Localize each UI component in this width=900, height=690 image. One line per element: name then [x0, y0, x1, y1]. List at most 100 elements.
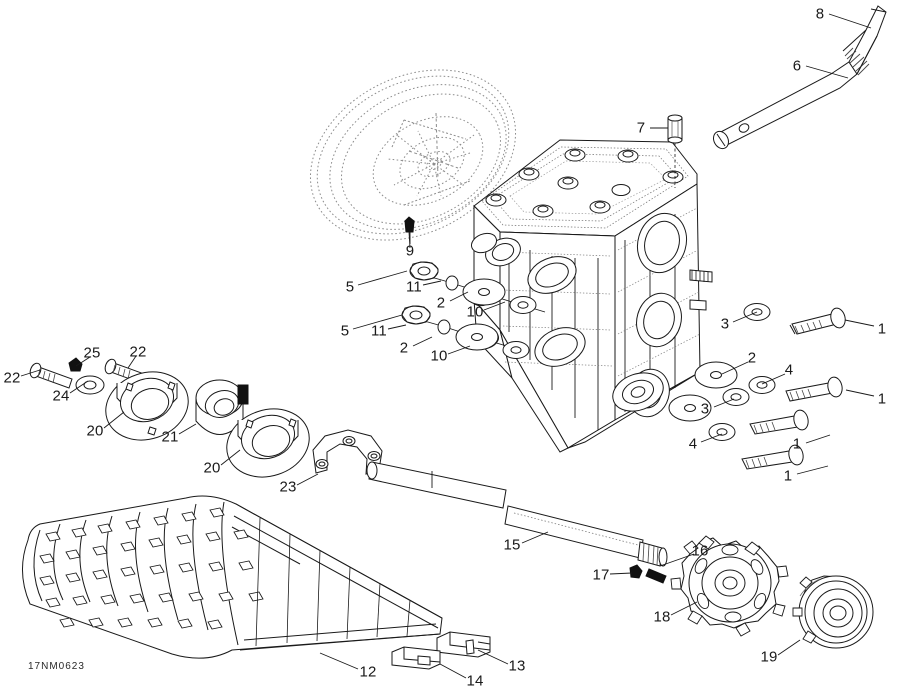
callout-6: 6	[792, 57, 802, 75]
callout-20: 20	[203, 459, 221, 477]
bolt-assembly-4	[668, 394, 804, 470]
bearing-flange-housing-1	[105, 371, 189, 441]
bolt-assembly-3	[722, 388, 809, 435]
callout-5: 5	[345, 278, 355, 296]
leader-line	[352, 314, 403, 330]
leader-line	[670, 601, 698, 616]
callout-22: 22	[3, 369, 21, 387]
leader-line	[447, 345, 471, 355]
spacer-bushing	[667, 114, 683, 188]
bolt-assembly-top	[743, 303, 846, 335]
callout-4: 4	[784, 361, 794, 379]
callout-1: 1	[877, 320, 887, 338]
leader-line	[20, 369, 41, 377]
callout-17: 17	[592, 566, 610, 584]
leader-line	[732, 311, 758, 323]
leader-line	[483, 301, 506, 311]
callout-3: 3	[720, 315, 730, 333]
leader-line	[220, 449, 241, 466]
callout-9: 9	[405, 242, 415, 260]
leader-line	[713, 398, 735, 408]
callout-7: 7	[636, 119, 646, 137]
leader-line	[609, 572, 633, 575]
bolt-assembly-2	[694, 361, 843, 402]
hardware-row-lower	[401, 305, 530, 359]
leader-line	[319, 652, 359, 670]
leader-line	[477, 649, 509, 665]
leader-line	[805, 434, 831, 444]
callout-10: 10	[430, 347, 448, 365]
callout-10: 10	[466, 303, 484, 321]
leader-line	[178, 423, 197, 435]
leader-line	[845, 389, 875, 397]
leader-line	[387, 324, 407, 330]
leader-line	[659, 553, 695, 567]
flange-screw-1	[29, 362, 73, 389]
leader-line	[127, 355, 137, 369]
drive-sprocket-wheel	[670, 535, 789, 637]
callout-2: 2	[436, 294, 446, 312]
bearing-flange-housing-2	[226, 408, 310, 478]
transmission-housing	[470, 139, 713, 453]
leader-line	[721, 361, 749, 375]
leader-line	[69, 380, 89, 394]
leader-line	[449, 291, 469, 302]
callout-15: 15	[503, 536, 521, 554]
hex-bolt-1	[789, 307, 846, 335]
shift-lever-grip	[842, 5, 887, 76]
callout-25: 25	[83, 344, 101, 362]
track-clip-small	[391, 646, 441, 670]
callout-24: 24	[52, 387, 70, 405]
leader-line	[844, 319, 875, 327]
woodruff-key	[403, 216, 416, 249]
leader-line	[439, 663, 467, 679]
bearing-retainer-bracket	[312, 429, 383, 475]
hex-bolt-4	[741, 444, 804, 470]
leader-line	[412, 336, 433, 347]
callout-1: 1	[877, 390, 887, 408]
leader-line	[828, 13, 872, 29]
callout-5: 5	[340, 322, 350, 340]
cup-washer	[75, 375, 105, 395]
callout-14: 14	[466, 672, 484, 690]
hex-bolt-2	[785, 376, 843, 402]
callout-11: 11	[371, 322, 387, 340]
leader-line	[103, 411, 125, 429]
shift-lever	[713, 61, 858, 150]
rubber-track	[21, 495, 443, 659]
callout-19: 19	[760, 648, 778, 666]
shaft-key-small	[629, 564, 643, 579]
leader-line	[75, 356, 91, 367]
callout-8: 8	[815, 5, 825, 23]
idler-wheel	[792, 575, 874, 649]
leader-line	[796, 465, 829, 475]
callout-12: 12	[359, 663, 377, 681]
callout-23: 23	[279, 478, 297, 496]
callout-22: 22	[129, 343, 147, 361]
callout-3: 3	[700, 400, 710, 418]
callout-18: 18	[653, 608, 671, 626]
callout-4: 4	[688, 435, 698, 453]
drive-axle-shaft	[366, 461, 668, 567]
callout-1: 1	[783, 467, 793, 485]
leader-line	[357, 270, 408, 286]
leader-line	[521, 531, 549, 544]
leader-line	[422, 280, 442, 286]
callout-1: 1	[792, 435, 802, 453]
leader-line	[296, 473, 319, 486]
sealed-ball-bearing	[195, 379, 244, 435]
callout-21: 21	[161, 428, 179, 446]
shaft-key	[645, 568, 667, 584]
lock-nut	[68, 357, 83, 372]
drive-pulley-phantom	[309, 69, 517, 241]
drawing-code: 17NM0623	[28, 661, 85, 672]
callout-20: 20	[86, 422, 104, 440]
callout-16: 16	[691, 542, 709, 560]
callout-2: 2	[399, 339, 409, 357]
leader-line	[761, 373, 786, 385]
hex-bolt-3	[749, 409, 809, 435]
hardware-row-upper	[409, 261, 546, 314]
